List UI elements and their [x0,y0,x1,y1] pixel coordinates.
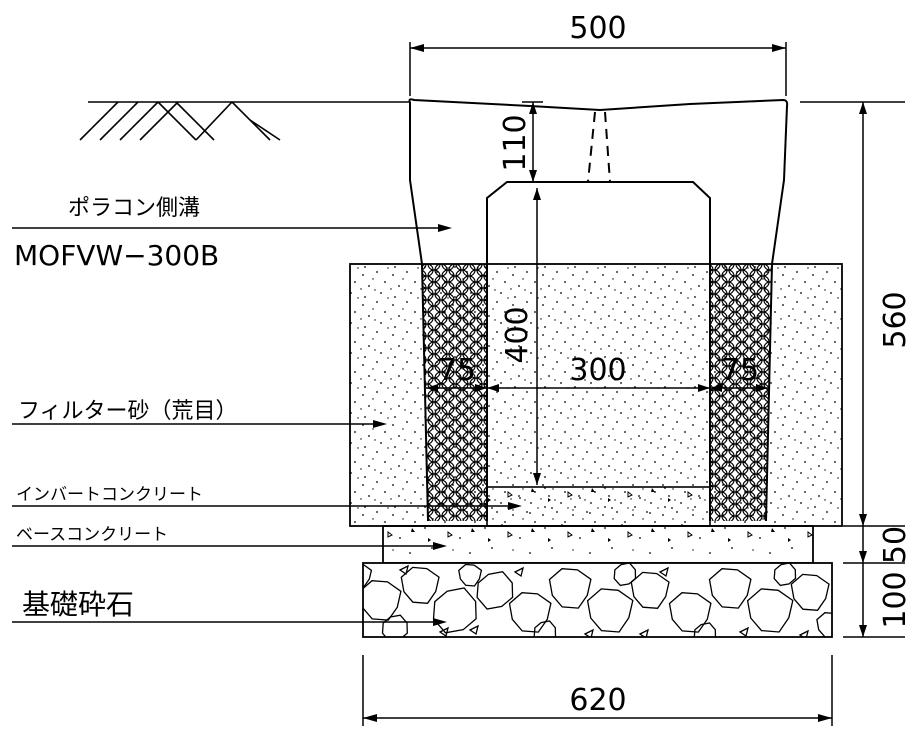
foundation-gravel-area [362,562,833,638]
gravel-stone [548,568,592,609]
porous-wall-right [710,264,772,521]
label-product-code: MOFVW−300B [14,239,219,272]
gravel-fragment [658,566,669,578]
gravel-stone [363,580,402,621]
gravel-stone [708,568,752,609]
dimension-arrows [363,44,867,722]
gravel-stone [816,612,832,637]
gravel-stone [381,614,408,637]
gravel-stone [458,563,483,587]
dimension-lines [362,42,905,726]
dim-top-width: 500 [569,11,626,46]
dim-channel-width: 300 [569,353,626,388]
label-invert-concrete: インバートコンクリート [16,485,203,505]
gravel-stone [533,620,557,637]
gravel-fragment [638,628,649,637]
gravel-fragment [513,566,524,578]
gravel-fragment [468,624,479,636]
leader-lines [12,227,515,623]
gravel-stone [613,563,637,587]
dim-bottom-width: 620 [569,683,626,718]
gravel-stone [693,622,717,637]
ground-surface [79,101,905,141]
base-concrete-area [382,525,814,564]
dim-total-height: 560 [878,291,913,348]
gravel-fragment [798,629,809,637]
gravel-stone [586,588,634,633]
label-foundation-gravel: 基礎砕石 [22,588,134,621]
gravel-stone [773,563,797,587]
gravel-fragment [738,626,749,637]
invert-concrete-area [486,486,711,527]
gravel-stone [790,573,830,611]
gravel-stone [363,564,373,587]
gutter-outline [408,98,789,522]
label-filter-sand: フィルター砂（荒目） [18,399,238,424]
label-base-concrete: ベースコンクリート [16,525,168,545]
label-product-name: ポラコン側溝 [68,196,200,221]
gravel-stone [476,570,514,610]
leader-arrows [373,224,522,626]
dim-base-height: 50 [878,526,913,564]
gravel-stone [746,588,794,633]
dim-top-thickness: 110 [498,114,533,171]
gravel-stone [508,592,552,633]
gravel-stone [400,566,440,604]
dim-channel-depth: 400 [500,306,535,363]
dim-right-side: 75 [721,353,759,388]
gravel-stone [668,592,712,633]
gravel-fragment [583,628,594,637]
porous-wall-left [422,264,487,521]
dim-gravel-height: 100 [878,571,913,628]
dim-left-side: 75 [438,353,476,388]
gravel-fragment [438,626,449,637]
gravel-fragment [398,564,409,576]
gravel-stone [432,587,477,634]
